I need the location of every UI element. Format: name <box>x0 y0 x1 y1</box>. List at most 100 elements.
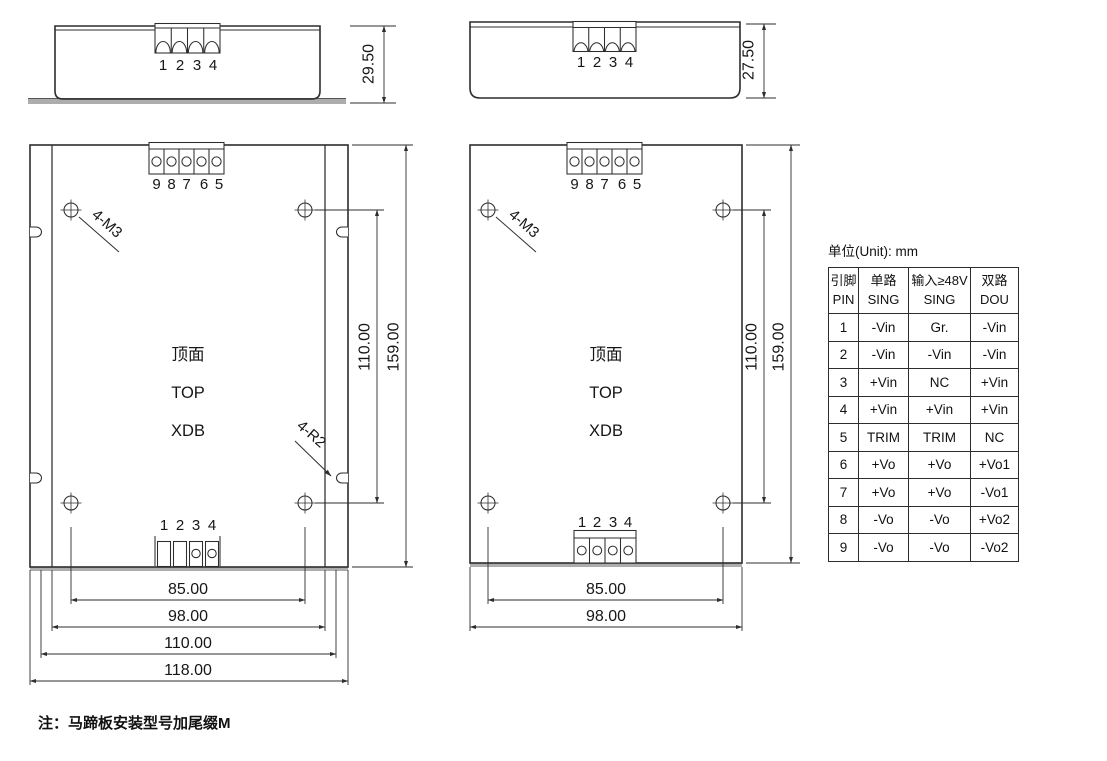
pin-table-row: 4+Vin+Vin+Vin <box>828 395 1019 424</box>
mounting-hole-icon <box>712 199 734 221</box>
terminal-block-5pin <box>148 141 225 175</box>
pin-number: 1 <box>159 57 167 74</box>
pin-number: 4 <box>208 517 216 534</box>
pin-cell: +Vin <box>970 395 1019 424</box>
pin-cell: 7 <box>828 478 859 507</box>
pin-cell: TRIM <box>908 423 971 452</box>
slot-callout: 4-R2 <box>293 417 329 451</box>
dim-label: 98.00 <box>586 608 626 625</box>
pin-number: 2 <box>176 517 184 534</box>
pin-number: 3 <box>192 517 200 534</box>
pin-number: 7 <box>182 176 190 193</box>
mounting-hole-icon <box>60 199 82 221</box>
face-label-cn: 顶面 <box>590 346 623 364</box>
pin-number: 2 <box>593 514 601 531</box>
pin-cell: -Vo <box>908 505 971 534</box>
dim-label: 29.50 <box>361 44 378 84</box>
pin-number: 3 <box>609 514 617 531</box>
face-label-cn: 顶面 <box>172 346 205 364</box>
dim-label: 27.50 <box>741 40 758 80</box>
dim-hole-spacing-v: 110.00 <box>315 209 384 504</box>
pin-table-row: 2-Vin-Vin-Vin <box>828 340 1019 369</box>
body-outline <box>469 21 741 99</box>
footnote: 注：马蹄板安装型号加尾缀M <box>38 715 231 732</box>
side-view-flanged: 1 2 3 4 29.50 <box>28 22 396 104</box>
dim-label: 110.00 <box>744 323 761 371</box>
pin-number: 4 <box>209 57 217 74</box>
terminal-block-4pin-bottom <box>573 529 637 564</box>
terminal-block-4pin <box>572 20 637 53</box>
pin-table-row: 9-Vo-Vo-Vo2 <box>828 533 1019 562</box>
baseplate-bar <box>28 98 346 104</box>
pin-cell: 3 <box>828 368 859 397</box>
pin-cell: Gr. <box>908 313 971 342</box>
pin-number: 9 <box>152 176 160 193</box>
mounting-hole-icon <box>477 492 499 514</box>
top-view-flanged: 9 8 7 6 5 4-M3 顶面 TOP XDB 4-R2 <box>29 141 413 685</box>
pin-cell: +Vo <box>858 478 909 507</box>
dim-label: 118.00 <box>164 662 212 679</box>
mounting-slot <box>336 226 348 238</box>
pin-cell: +Vo <box>858 450 909 479</box>
pin-number: 2 <box>593 54 601 71</box>
pin-cell: TRIM <box>858 423 909 452</box>
body-outline <box>54 25 321 100</box>
pin-cell: -Vo1 <box>970 478 1019 507</box>
mounting-hole-icon <box>712 492 734 514</box>
pin-number: 1 <box>578 514 586 531</box>
dim-label: 98.00 <box>168 608 208 625</box>
pin-number: 4 <box>624 514 632 531</box>
unit-label: 单位(Unit): mm <box>828 244 918 259</box>
face-label-model: XDB <box>589 422 623 440</box>
pin-number: 9 <box>570 176 578 193</box>
pin-cell: +Vo <box>908 478 971 507</box>
dim-label: 159.00 <box>386 322 403 371</box>
top-view-plain: 9 8 7 6 5 4-M3 顶面 TOP XDB 1 2 <box>469 141 800 631</box>
mounting-hole-icon <box>477 199 499 221</box>
mounting-hole-icon <box>294 199 316 221</box>
mounting-slot <box>30 226 42 238</box>
pin-cell: -Vin <box>970 340 1019 369</box>
hole-callout: 4-M3 <box>88 206 125 241</box>
pin-number: 4 <box>625 54 633 71</box>
mounting-holes <box>60 199 316 514</box>
pin-cell: +Vo <box>908 450 971 479</box>
pin-table-row: 6+Vo+Vo+Vo1 <box>828 450 1019 479</box>
pin-number: 3 <box>609 54 617 71</box>
pin-number: 6 <box>618 176 626 193</box>
pin-cell: -Vo <box>858 533 909 562</box>
mounting-hole-icon <box>294 492 316 514</box>
pin-cell: NC <box>970 423 1019 452</box>
dim-height: 29.50 <box>350 25 396 104</box>
pin-cell: +Vin <box>858 395 909 424</box>
terminal-block-4pin-bottom <box>154 536 221 568</box>
pin-cell: +Vin <box>858 368 909 397</box>
pin-number: 6 <box>200 176 208 193</box>
pin-cell: +Vin <box>908 395 971 424</box>
pin-cell: 6 <box>828 450 859 479</box>
mounting-slot <box>336 472 348 484</box>
pin-cell: NC <box>908 368 971 397</box>
pin-number: 5 <box>215 176 223 193</box>
side-view-plain: 1 2 3 4 27.50 <box>469 20 776 99</box>
dim-label: 110.00 <box>164 635 212 652</box>
terminal-block-4pin <box>154 22 221 54</box>
pin-cell: -Vo <box>858 505 909 534</box>
pin-cell: 5 <box>828 423 859 452</box>
pin-cell: -Vin <box>858 340 909 369</box>
pin-number: 2 <box>176 57 184 74</box>
pin-cell: 1 <box>828 313 859 342</box>
pin-number: 5 <box>633 176 641 193</box>
pin-cell: 9 <box>828 533 859 562</box>
hole-callout: 4-M3 <box>505 206 542 241</box>
pin-table-row: 8-Vo-Vo+Vo2 <box>828 505 1019 534</box>
